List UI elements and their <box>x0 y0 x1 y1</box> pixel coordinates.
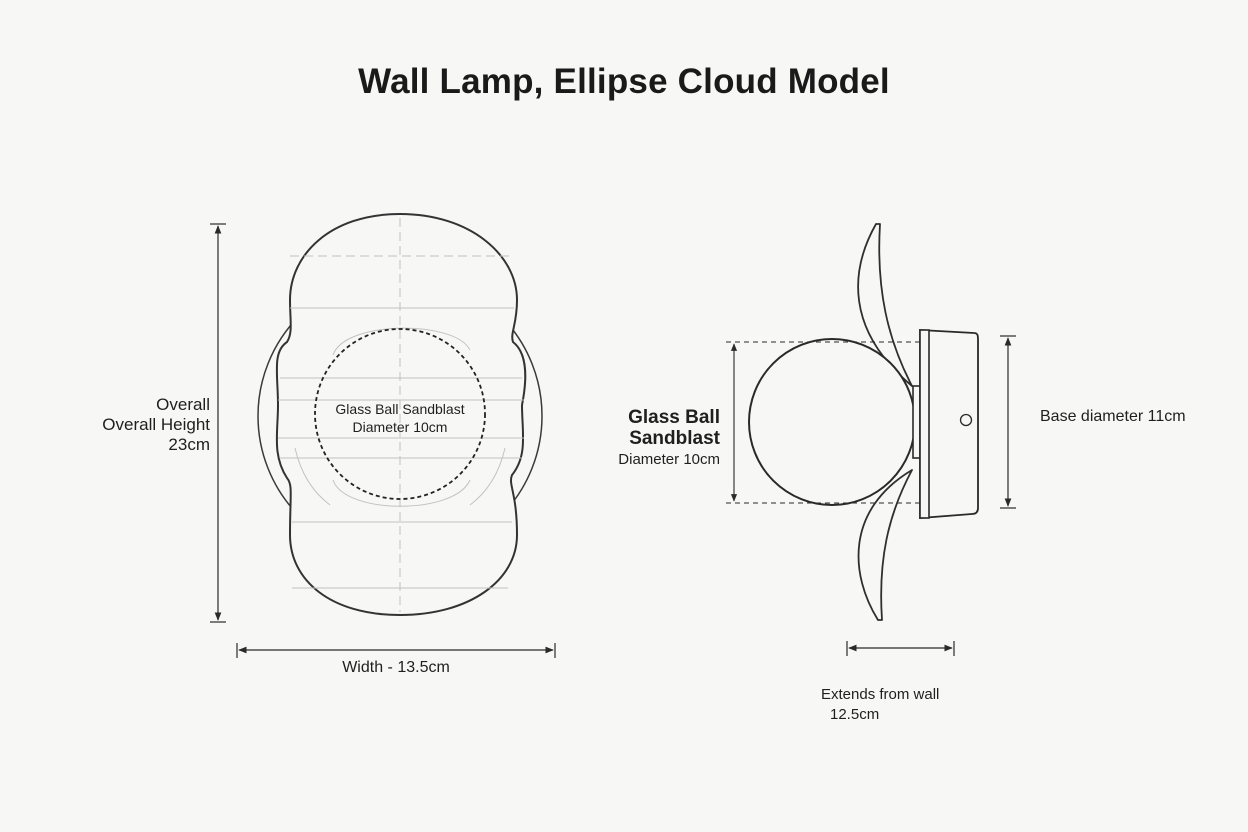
front-ball-label-line2: Diameter 10cm <box>352 419 448 435</box>
extends-label-line1: Extends from wall <box>821 686 940 703</box>
front-height-label-line2: Overall Height <box>102 415 210 434</box>
front-ball-label-line1: Glass Ball Sandblast <box>335 401 465 417</box>
side-ball-label-line3: Diameter 10cm <box>618 451 720 468</box>
side-view <box>726 223 1016 656</box>
side-ball-label-line2: Sandblast <box>629 428 720 449</box>
front-view <box>210 212 556 658</box>
front-height-label-line1: Overall <box>156 395 210 414</box>
side-wall-base <box>919 329 979 519</box>
front-height-dimension <box>210 223 226 623</box>
extends-label-line2: 12.5cm <box>830 706 880 723</box>
side-ball-dimension <box>726 341 920 504</box>
side-upper-petal <box>857 223 913 387</box>
side-ball-label: Glass Ball Sandblast Diameter 10cm <box>618 407 720 470</box>
side-base-plate <box>919 329 930 519</box>
side-lower-petal <box>857 469 913 621</box>
front-ball-label: Glass Ball Sandblast Diameter 10cm <box>310 400 490 436</box>
side-glass-ball <box>748 338 916 506</box>
front-height-label: Overall Overall Height 23cm <box>102 395 210 455</box>
front-cloud-shade <box>275 212 527 617</box>
front-width-label: Width - 13.5cm <box>342 659 450 676</box>
front-glass-ball <box>314 328 486 500</box>
side-base-dimension <box>1000 335 1016 509</box>
extends-label: Extends from wall 12.5cm <box>821 685 939 725</box>
front-height-label-line3: 23cm <box>168 435 210 454</box>
base-diameter-label: Base diameter 11cm <box>1040 408 1186 425</box>
side-extends-dimension <box>846 641 955 656</box>
side-screw-hole <box>959 413 973 427</box>
front-width-dimension <box>236 643 556 658</box>
side-ball-label-line1: Glass Ball <box>628 407 720 428</box>
page-title: Wall Lamp, Ellipse Cloud Model <box>358 62 890 101</box>
